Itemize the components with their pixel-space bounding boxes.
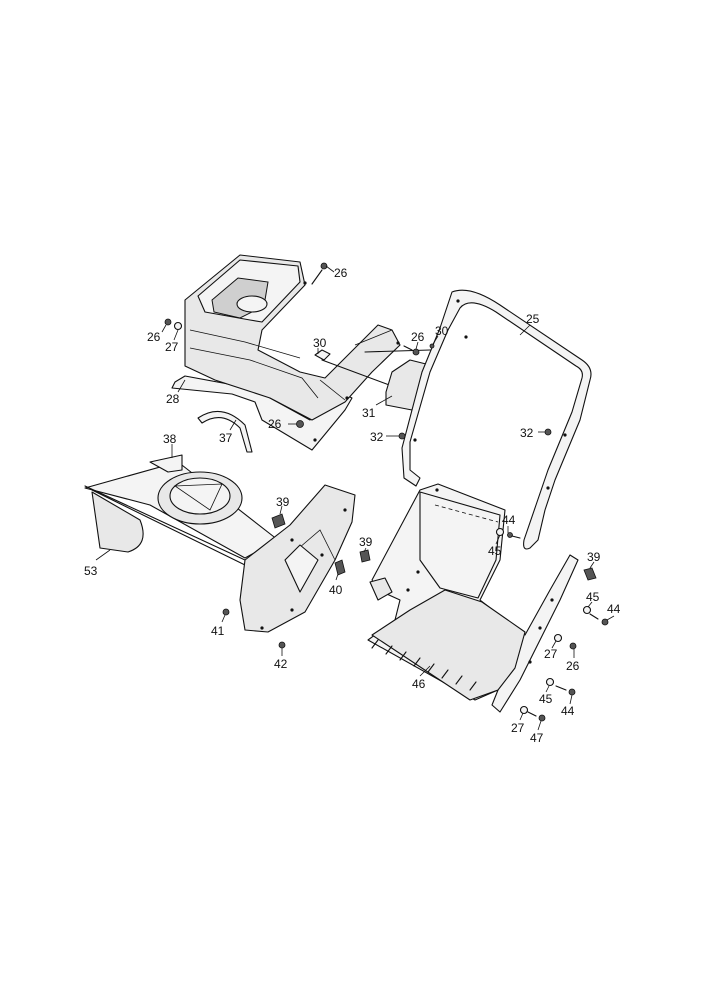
leader-lines: [95, 265, 615, 731]
callout-27: 27: [511, 721, 525, 735]
callout-37: 37: [219, 431, 233, 445]
callout-26: 26: [411, 330, 425, 344]
callout-44: 44: [502, 513, 516, 527]
shroud-housing: [171, 254, 401, 451]
callout-53: 53: [84, 564, 98, 578]
rod-30-right: [364, 349, 431, 353]
callout-26: 26: [566, 659, 580, 673]
skid-strip-37: [197, 410, 253, 453]
callout-26: 26: [268, 417, 282, 431]
callout-45: 45: [539, 692, 553, 706]
callout-39: 39: [359, 535, 373, 549]
callout-46: 46: [412, 677, 426, 691]
callout-25: 25: [526, 312, 540, 326]
callout-30: 30: [313, 336, 327, 350]
callout-45: 45: [586, 590, 600, 604]
callout-32: 32: [520, 426, 534, 440]
callout-42: 42: [274, 657, 288, 671]
callout-28: 28: [166, 392, 180, 406]
callout-41: 41: [211, 624, 225, 638]
handle-frame: [401, 289, 592, 550]
callout-31: 31: [362, 406, 376, 420]
callout-39: 39: [276, 495, 290, 509]
callout-40: 40: [329, 583, 343, 597]
callout-47: 47: [530, 731, 544, 745]
callout-45: 45: [488, 544, 502, 558]
callout-26: 26: [147, 330, 161, 344]
rod-30: [321, 359, 393, 387]
callout-44: 44: [561, 704, 575, 718]
callout-30: 30: [435, 324, 449, 338]
hardware: [164, 262, 609, 722]
callout-44: 44: [607, 602, 621, 616]
auger-housing: [84, 454, 356, 633]
callout-27: 27: [544, 647, 558, 661]
small-bracket-30: [314, 349, 331, 361]
callout-26: 26: [334, 266, 348, 280]
callout-32: 32: [370, 430, 384, 444]
callouts: 26 26 27 28 30 26 30 31 25 26 37 32 32 3…: [84, 266, 621, 745]
callout-38: 38: [163, 432, 177, 446]
callout-39: 39: [587, 550, 601, 564]
frame-46: [367, 483, 579, 713]
callout-27: 27: [165, 340, 179, 354]
